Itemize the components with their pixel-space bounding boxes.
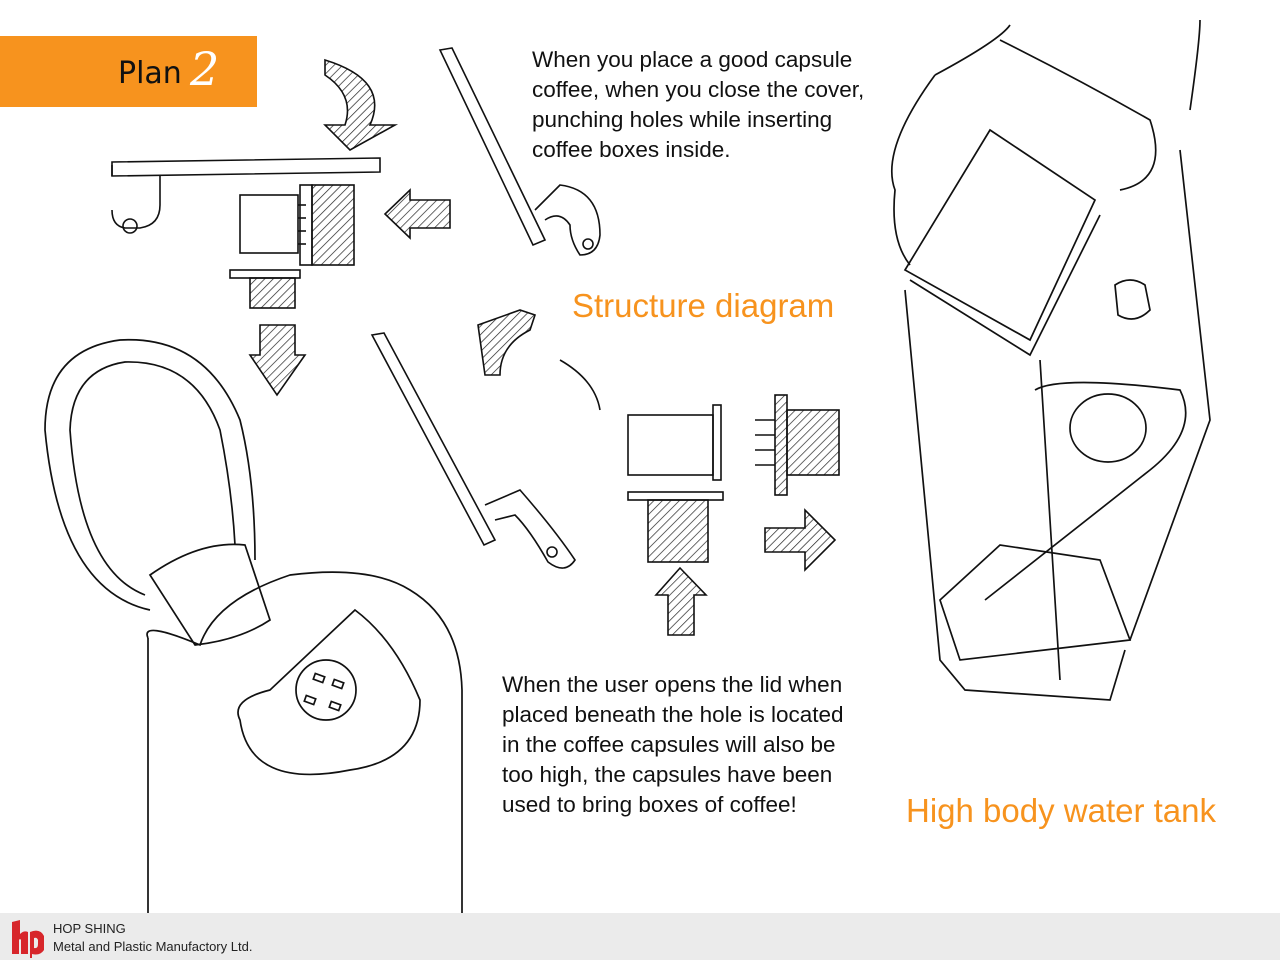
mechanism-sketch-top	[111, 157, 381, 309]
water-tank-label: High body water tank	[906, 792, 1217, 829]
sketch-drawings	[44, 19, 1211, 913]
company-name: HOP SHING	[53, 921, 126, 936]
footer-bar: HOP SHING Metal and Plastic Manufactory …	[0, 913, 1280, 960]
structure-diagram-label: Structure diagram	[572, 287, 835, 324]
plan-number: 2	[190, 42, 220, 96]
plan-label: Plan	[118, 56, 182, 91]
note-open-lid: When the user opens the lid when placed …	[502, 672, 844, 817]
machine-sketch	[44, 338, 463, 913]
note-close-cover: When you place a good capsule coffee, wh…	[532, 47, 865, 162]
water-tank-sketch	[891, 19, 1211, 701]
plan-badge: Plan 2	[0, 36, 257, 107]
lever-sketches	[370, 47, 601, 569]
arrows	[248, 58, 837, 636]
company-logo-icon	[12, 920, 44, 958]
capsule-detail	[627, 394, 840, 563]
company-tagline: Metal and Plastic Manufactory Ltd.	[53, 939, 253, 954]
